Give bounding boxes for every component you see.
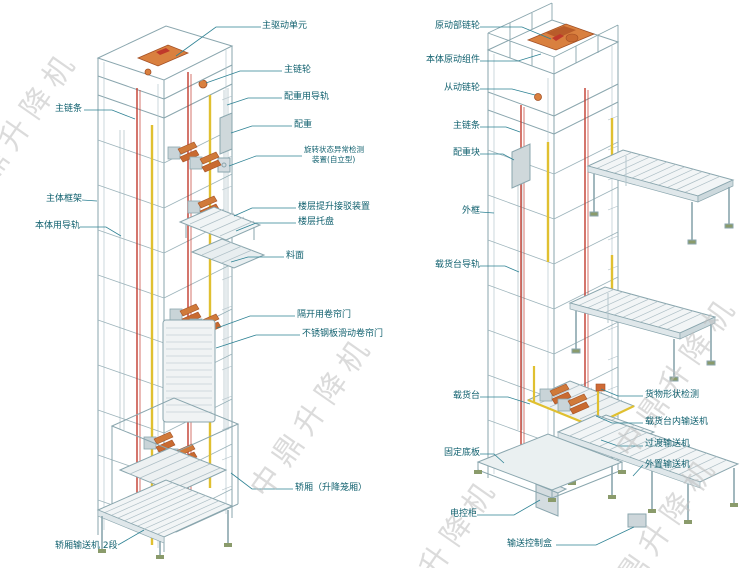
label-main-frame: 主体框架: [45, 194, 82, 204]
label-external-conveyor: 外置输送机: [645, 460, 691, 470]
label-outer-frame: 外框: [461, 206, 480, 216]
label-counterweight-rail: 配重用导轨: [284, 92, 330, 102]
label-main-sprocket: 主链轮: [284, 65, 312, 75]
leader-lines: [80, 26, 644, 546]
label-stainless-door: 不锈钢板滑动卷帘门: [302, 329, 384, 339]
label-rotation-detection-1: 旋转状态异常检测: [304, 145, 364, 154]
label-driven-sprocket: 从动链轮: [443, 83, 480, 93]
label-conveyor-control-box: 输送控制盒: [507, 539, 553, 549]
label-counterweight-block: 配重块: [452, 148, 480, 158]
label-cage-conveyor: 轿厢输送机 2段: [55, 541, 118, 551]
label-floor-lift-device: 楼层提升接驳装置: [298, 202, 371, 212]
label-cage: 轿厢（升降笼厢）: [295, 483, 368, 493]
label-main-drive-unit: 主驱动单元: [262, 21, 308, 31]
label-counterweight: 配重: [294, 120, 313, 130]
label-body-drive-assembly: 本体原动组件: [425, 55, 480, 65]
label-platform-rail: 载货台导轨: [434, 260, 480, 270]
label-floor-tray: 楼层托盘: [298, 217, 335, 227]
label-inner-conveyor: 载货台内输送机: [645, 417, 709, 427]
left-tower-drawing: [96, 25, 266, 559]
label-main-chain-left: 主链条: [54, 104, 82, 114]
label-main-chain-right: 主链条: [452, 121, 480, 131]
label-partition-door: 隔开用卷帘门: [297, 310, 352, 320]
label-shape-detection: 货物形状检测: [645, 390, 700, 400]
label-transition-conveyor: 过渡输送机: [645, 439, 691, 449]
label-material-surface: 料面: [286, 251, 305, 261]
label-cargo-platform: 载货台: [452, 391, 480, 401]
label-drive-sprocket: 原动部链轮: [434, 21, 480, 31]
right-tower-drawing: [474, 2, 740, 528]
label-fixed-base-plate: 固定底板: [443, 448, 480, 458]
label-body-guide-rail: 本体用导轨: [34, 221, 80, 231]
label-control-cabinet: 电控柜: [449, 509, 477, 519]
label-rotation-detection-2: 装置(自立型): [312, 155, 356, 164]
